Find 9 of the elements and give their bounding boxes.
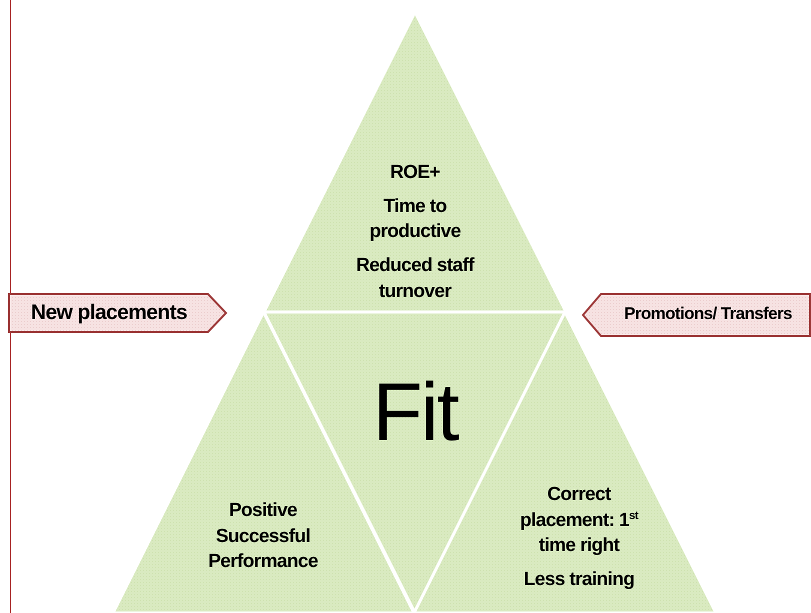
panel-text: Reduced staff turnover — [355, 254, 476, 304]
panel-text: Positive Successful Performance — [207, 499, 319, 574]
banner-text: New placements — [30, 300, 188, 326]
center-word: Fit — [372, 372, 458, 454]
banner-text: Promotions/ Transfers — [624, 304, 792, 324]
panel-text: ROE+ — [390, 161, 440, 185]
panel-text: Less training — [524, 568, 634, 592]
panel-text: Correct placement: 1$^{st}$ time right — [519, 483, 640, 558]
panel-text: Time to productive — [368, 194, 462, 244]
